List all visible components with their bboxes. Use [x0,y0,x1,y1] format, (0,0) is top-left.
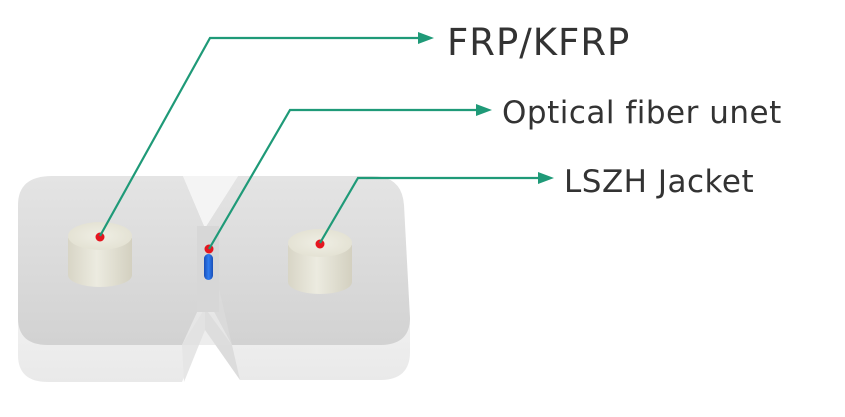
optical-fiber [204,244,214,280]
leader-lines [99,32,554,250]
fiber-rod [204,254,213,280]
leader-line-frp [99,36,420,237]
leader-arrow-fiber [476,104,492,116]
label-lszh-jacket: LSZH Jacket [564,164,754,200]
jacket-marker-dot [315,239,325,249]
leader-line-fiber [208,108,478,250]
strength-member-right [288,229,352,294]
label-frp-kfrp: FRP/KFRP [447,21,630,64]
jacket-web-channel [183,176,238,228]
leader-arrow-frp [418,32,434,44]
leader-arrow-jacket [538,172,554,184]
strength-member-left [68,222,132,287]
leader-line-jacket [319,176,540,244]
strength-member-left-side [68,238,132,287]
label-optical-fiber-unit: Optical fiber unet [502,95,782,131]
strength-member-right-side [288,245,352,294]
frp-marker-dot [95,232,105,242]
